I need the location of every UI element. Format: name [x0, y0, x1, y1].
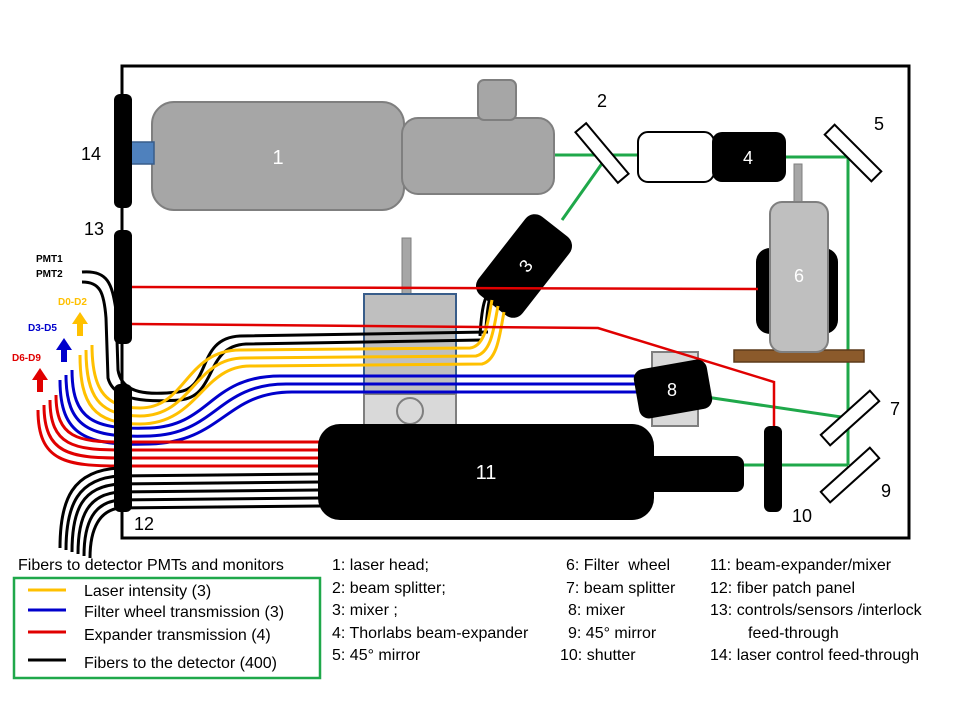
desc-11: 11: beam-expander/mixer — [710, 557, 892, 574]
desc-5: 5: 45° mirror — [332, 647, 421, 664]
mirror-9 — [819, 446, 881, 504]
desc-14: 14: laser control feed-through — [710, 647, 919, 664]
beam-splitter-7 — [819, 389, 881, 447]
arrow-up-yellow-icon — [72, 312, 88, 336]
desc-10: 10: shutter — [560, 647, 636, 664]
desc-12: 12: fiber patch panel — [710, 580, 855, 597]
d0-d2-label: D0-D2 — [58, 297, 87, 308]
descriptions-col1: 1: laser head; 2: beam splitter; 3: mixe… — [332, 557, 529, 664]
desc-2: 2: beam splitter; — [332, 580, 446, 597]
legend-title: Fibers to detector PMTs and monitors — [18, 557, 284, 574]
pmt2-label: PMT2 — [36, 269, 63, 280]
label-6: 6 — [794, 266, 804, 286]
descriptions-col3: 11: beam-expander/mixer 12: fiber patch … — [710, 557, 923, 664]
shutter-10 — [764, 426, 782, 512]
laser-head: 1 — [129, 79, 555, 211]
feedthrough-13 — [114, 230, 132, 344]
label-12: 12 — [134, 514, 154, 534]
fibers-blue — [58, 369, 640, 446]
legend-label-yellow: Laser intensity (3) — [84, 583, 211, 600]
label-13: 13 — [84, 219, 104, 239]
desc-13: 13: controls/sensors /interlock — [710, 602, 923, 619]
feedthrough-14 — [114, 94, 132, 208]
descriptions-col2: 6: Filter wheel 7: beam splitter 8: mixe… — [560, 557, 676, 664]
label-11: 11 — [476, 462, 497, 484]
label-14: 14 — [81, 144, 101, 164]
fibers-black-detector — [58, 466, 321, 559]
fibers-yellow — [78, 299, 506, 426]
beam-expander-4: 4 — [637, 131, 786, 183]
label-5: 5 — [874, 114, 884, 134]
desc-13b: feed-through — [748, 625, 839, 642]
label-10: 10 — [792, 506, 812, 526]
mirror-5 — [823, 123, 883, 183]
desc-9: 9: 45° mirror — [568, 625, 657, 642]
label-9: 9 — [881, 481, 891, 501]
legend-border — [12, 576, 322, 680]
pmt1-label: PMT1 — [36, 254, 63, 265]
beam-expander-mixer-11: 11 — [318, 424, 744, 520]
fibers-into-expander — [122, 441, 330, 459]
filter-wheel-6: 6 — [733, 163, 865, 363]
desc-7: 7: beam splitter — [566, 580, 676, 597]
arrow-up-red-icon — [32, 368, 48, 392]
legend-label-red: Expander transmission (4) — [84, 627, 271, 644]
central-mount — [363, 237, 457, 429]
legend-label-blue: Filter wheel transmission (3) — [84, 604, 284, 621]
fiber-patch-panel-12 — [114, 384, 132, 512]
d6-d9-label: D6-D9 — [12, 353, 41, 364]
desc-8: 8: mixer — [568, 602, 626, 619]
red-monitor-lines — [131, 285, 776, 430]
mixer-8: 8 — [633, 359, 713, 419]
label-2: 2 — [597, 91, 607, 111]
label-1: 1 — [272, 147, 283, 169]
beam-splitter-2 — [574, 121, 630, 185]
desc-4: 4: Thorlabs beam-expander — [332, 625, 529, 642]
label-8: 8 — [667, 380, 677, 400]
desc-3: 3: mixer ; — [332, 602, 398, 619]
legend-label-black: Fibers to the detector (400) — [84, 655, 277, 672]
desc-6: 6: Filter wheel — [566, 557, 670, 574]
label-7: 7 — [890, 399, 900, 419]
desc-1: 1: laser head; — [332, 557, 429, 574]
arrow-up-blue-icon — [56, 338, 72, 362]
label-4: 4 — [743, 148, 753, 168]
fiber-legend: Fibers to detector PMTs and monitors Las… — [12, 557, 322, 680]
mixer-3: 3 — [475, 214, 573, 318]
d3-d5-label: D3-D5 — [28, 323, 57, 334]
